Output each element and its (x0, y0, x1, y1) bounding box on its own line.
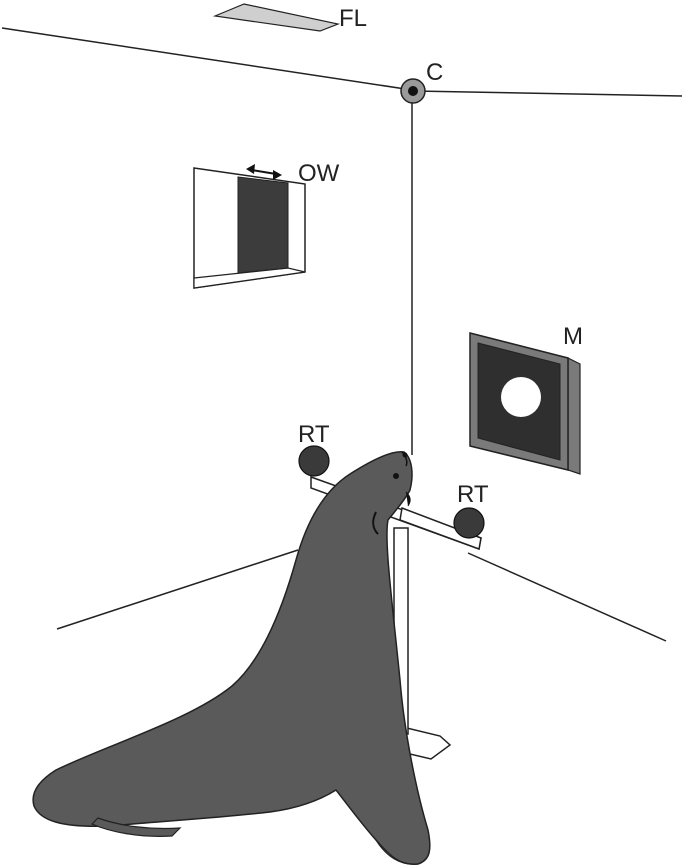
label-m: M (563, 323, 583, 350)
label-ow: OW (298, 160, 340, 187)
label-rt-right: RT (457, 481, 489, 508)
floor-edge-left (56, 549, 299, 630)
sea-lion-mouth (405, 491, 411, 507)
sea-lion-eye (393, 473, 399, 479)
sea-lion-front-flipper (375, 839, 419, 865)
sea-lion-nose (402, 452, 408, 458)
monitor-side (567, 357, 581, 475)
label-c: C (426, 59, 443, 86)
sea-lion-muzzle (401, 451, 408, 467)
ceiling-edge-left (1, 27, 413, 91)
label-fl: FL (339, 5, 367, 32)
response-target-right: RT (453, 481, 489, 539)
floor-edge-right (467, 552, 667, 642)
sea-lion-hind-flipper (90, 817, 182, 837)
fluorescent-light-panel (212, 3, 341, 32)
label-rt-left: RT (298, 421, 330, 448)
target-ball-right (453, 507, 485, 539)
monitor-stimulus-disc (501, 377, 541, 417)
fluorescent-light: FL (212, 3, 367, 32)
camera: C (400, 59, 443, 104)
monitor: M (469, 323, 583, 475)
sea-lion-body (32, 451, 431, 865)
sea-lion-ear (372, 511, 379, 535)
room-edges (1, 27, 683, 642)
response-target-left: RT (298, 421, 330, 477)
observation-window: OW (193, 160, 340, 289)
window-sliding-panel (237, 176, 289, 274)
camera-lens (408, 86, 418, 96)
double-arrow-icon (246, 164, 282, 180)
ceiling-edge-right (413, 90, 683, 97)
sea-lion (32, 451, 431, 865)
target-ball-left (298, 445, 330, 477)
